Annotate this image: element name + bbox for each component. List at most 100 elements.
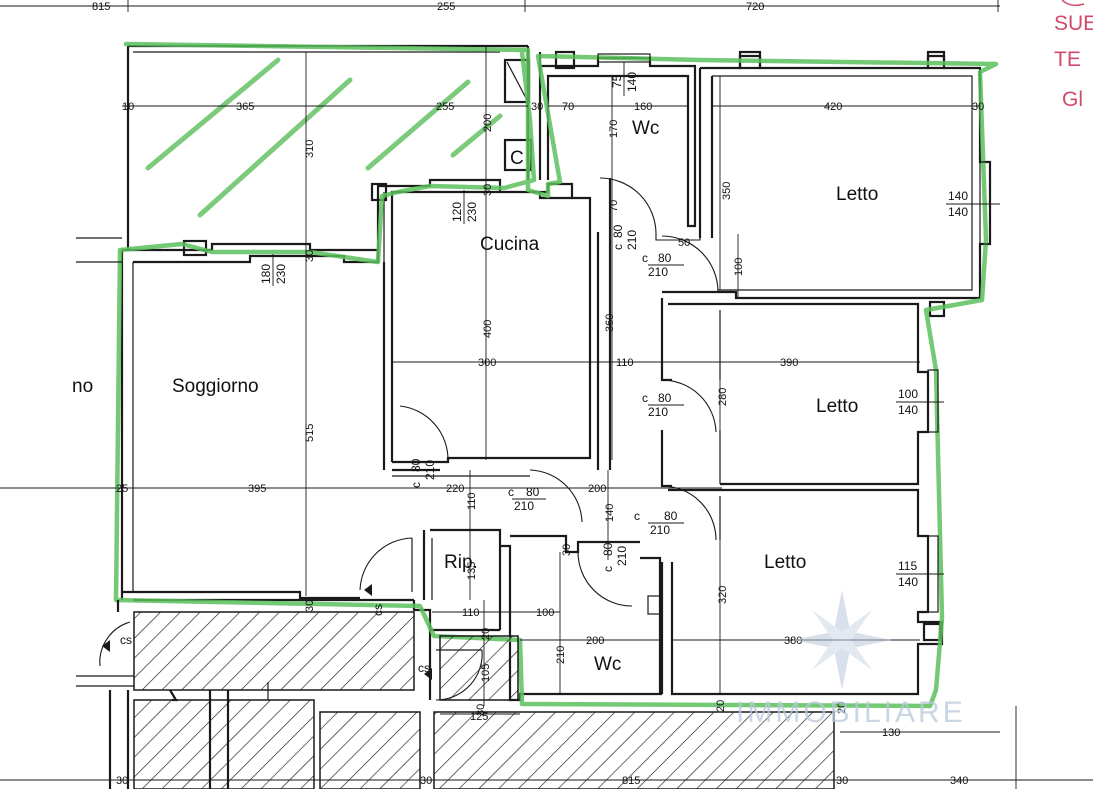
dim-label: 360	[604, 314, 616, 332]
dim-label: 210	[555, 646, 567, 664]
dim-label: 100	[536, 607, 554, 619]
svg-text:210: 210	[615, 546, 629, 566]
dim-label: 130	[882, 727, 900, 739]
room-label-cucina: Cucina	[480, 234, 540, 255]
boiler-label: C	[510, 148, 524, 169]
dim-label: 340	[950, 775, 968, 787]
window-label-cucina: 120 230	[450, 190, 479, 224]
dim-label: 320	[717, 586, 729, 604]
dim-label: 515	[304, 424, 316, 442]
dim-label: 365	[236, 101, 254, 113]
stair-labels: cs cs cs	[102, 584, 432, 680]
room-label-wc-2: Wc	[594, 654, 621, 675]
room-label-ripostiglio: Rip.	[444, 552, 478, 573]
svg-text:80: 80	[658, 391, 672, 405]
dim-label: 395	[248, 483, 266, 495]
red-annotations: SUE TE Gl	[1054, 0, 1093, 111]
watermark: IMMOBILIARE	[736, 590, 966, 729]
dim-label: 30	[482, 184, 494, 196]
dim-label: 170	[608, 120, 620, 138]
svg-text:210: 210	[648, 405, 668, 419]
room-label-letto-1: Letto	[836, 184, 878, 205]
dim-label: 400	[482, 320, 494, 338]
dim-label: 220	[446, 483, 464, 495]
door-label: c 80 210	[634, 509, 684, 537]
dim-label: 30	[561, 544, 573, 556]
svg-text:c: c	[634, 509, 640, 523]
dim-label: 30	[420, 775, 432, 787]
window-label-wc: 75 140	[610, 62, 639, 96]
svg-text:120: 120	[450, 202, 464, 222]
stair-label: cs	[120, 633, 132, 647]
top-dimension-line: 815 255 720	[0, 0, 1000, 13]
dim-label: 310	[304, 140, 316, 158]
dim-label: 350	[721, 182, 733, 200]
svg-text:210: 210	[625, 230, 639, 250]
svg-text:210: 210	[423, 460, 437, 480]
door-label: c 80 210	[409, 458, 437, 488]
svg-text:c: c	[601, 566, 615, 572]
door-label: c 80 210	[601, 542, 629, 572]
door-labels: c 80 210 c 80 210 c 80 210 c 80 210 c 80…	[409, 224, 684, 572]
window-label-letto-2: 100 140	[896, 387, 944, 417]
svg-text:c: c	[508, 485, 514, 499]
dim-label: 380	[784, 635, 802, 647]
svg-text:140: 140	[898, 575, 918, 589]
dim-label: 420	[824, 101, 842, 113]
dim-label: 390	[780, 357, 798, 369]
dim-top-720: 720	[746, 1, 764, 13]
svg-text:230: 230	[465, 202, 479, 222]
watermark-text: IMMOBILIARE	[736, 696, 966, 729]
dim-label: 30	[304, 600, 316, 612]
dim-label: 30	[304, 250, 316, 262]
red-note: TE	[1054, 48, 1081, 71]
window-label-letto-1: 140 140	[946, 189, 1000, 219]
door-label: c 80 210	[642, 391, 684, 419]
dim-label: 200	[586, 635, 604, 647]
dim-label: 200	[482, 114, 494, 132]
dim-top-255: 255	[437, 1, 455, 13]
svg-text:c: c	[642, 251, 648, 265]
dim-label: 20	[836, 702, 848, 714]
dim-label: 300	[478, 357, 496, 369]
adjacent-unit-walls	[76, 237, 134, 687]
room-label-soggiorno: Soggiorno	[172, 376, 259, 397]
svg-text:210: 210	[514, 499, 534, 513]
door-label: c 80 210	[642, 251, 684, 279]
svg-text:140: 140	[898, 403, 918, 417]
dim-label: 10	[122, 101, 134, 113]
door-label: c 80 210	[611, 224, 639, 250]
room-label-letto-3: Letto	[764, 552, 806, 573]
apartment-outline-highlight	[113, 41, 999, 709]
svg-text:80: 80	[658, 251, 672, 265]
svg-text:140: 140	[625, 72, 639, 92]
window-labels: 120 230 180 230 75 140 140 140 100 140 1…	[259, 53, 1000, 613]
dim-top-815: 815	[92, 1, 110, 13]
room-labels: Soggiorno Cucina Letto Letto Letto Wc Wc…	[72, 118, 878, 675]
dim-label: 200	[588, 483, 606, 495]
svg-text:140: 140	[948, 205, 968, 219]
svg-text:230: 230	[274, 264, 288, 284]
dim-label: 30	[116, 775, 128, 787]
svg-text:c: c	[642, 391, 648, 405]
svg-text:80: 80	[664, 509, 678, 523]
svg-text:140: 140	[948, 189, 968, 203]
dim-label: 135	[466, 562, 478, 580]
dim-label: 100	[733, 258, 745, 276]
svg-text:115: 115	[898, 559, 917, 573]
room-label-wc-1: Wc	[632, 118, 659, 139]
dim-label: 70	[608, 200, 620, 212]
svg-text:210: 210	[650, 523, 670, 537]
hatched-common-area	[108, 611, 835, 789]
svg-text:80: 80	[601, 542, 615, 556]
dim-label: 50	[678, 237, 690, 249]
dim-label: 110	[462, 607, 480, 619]
dim-label: 30	[531, 101, 543, 113]
svg-text:c: c	[611, 244, 625, 250]
stair-label: cs	[418, 661, 430, 675]
red-note: Gl	[1062, 88, 1083, 111]
stair-label: cs	[371, 604, 385, 616]
dim-label: 30	[972, 101, 984, 113]
watermark-star-icon	[792, 590, 892, 690]
